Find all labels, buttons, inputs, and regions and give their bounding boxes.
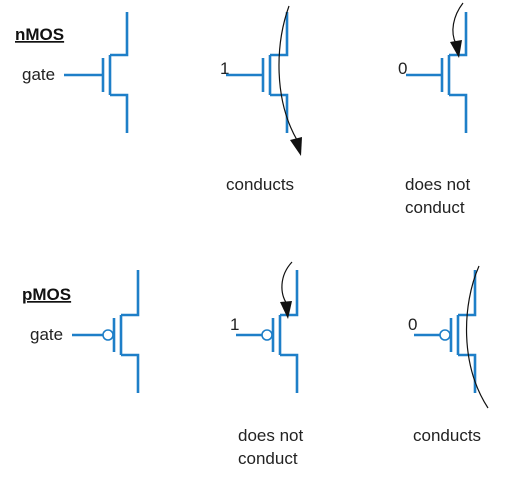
nmos-on-drain: [270, 12, 289, 57]
pmos-off-source: [280, 270, 299, 317]
pmos-off-drain: [280, 353, 299, 393]
nmos-source: [110, 93, 129, 133]
pmos-drain: [121, 353, 140, 393]
pmos-on-caption: conducts: [413, 426, 481, 445]
nmos-off-caption-line1: does not: [405, 175, 470, 194]
pmos-gate-label: gate: [30, 325, 63, 344]
pmos-off-blocked-arrow: [281, 261, 293, 305]
nmos-on-caption: conducts: [226, 175, 294, 194]
nmos-off-symbol: 0: [398, 2, 468, 133]
pmos-off-caption-line1: does not: [238, 426, 303, 445]
pmos-off-input: 1: [230, 315, 239, 334]
nmos-off-blocked-arrow: [452, 2, 464, 45]
pmos-on-inversion-bubble: [439, 329, 451, 341]
nmos-off-input: 0: [398, 59, 407, 78]
pmos-off-symbol: 1: [230, 261, 299, 393]
nmos-off-drain: [449, 12, 468, 57]
nmos-drain: [110, 12, 129, 57]
nmos-on-arrowhead: [290, 137, 302, 156]
pmos-on-input: 0: [408, 315, 417, 334]
nmos-title: nMOS: [15, 25, 64, 44]
pmos-on-symbol: 0: [408, 265, 489, 409]
nmos-on-current-arrow: [278, 5, 298, 141]
pmos-inversion-bubble: [102, 329, 114, 341]
nmos-gate-label: gate: [22, 65, 55, 84]
pmos-on-source: [458, 270, 477, 317]
nmos-symbol: gate: [22, 12, 129, 133]
nmos-on-input: 1: [220, 59, 229, 78]
nmos-on-source: [270, 93, 289, 133]
pmos-on-current-path: [465, 265, 489, 409]
nmos-off-arrowhead: [450, 40, 462, 58]
nmos-on-symbol: 1: [220, 5, 302, 156]
nmos-off-caption-line2: conduct: [405, 198, 465, 217]
pmos-source: [121, 270, 140, 317]
nmos-off-source: [449, 93, 468, 133]
pmos-off-caption-line2: conduct: [238, 449, 298, 468]
pmos-title: pMOS: [22, 285, 71, 304]
pmos-off-inversion-bubble: [261, 329, 273, 341]
pmos-off-arrowhead: [280, 301, 292, 319]
pmos-symbol: gate: [30, 270, 140, 393]
